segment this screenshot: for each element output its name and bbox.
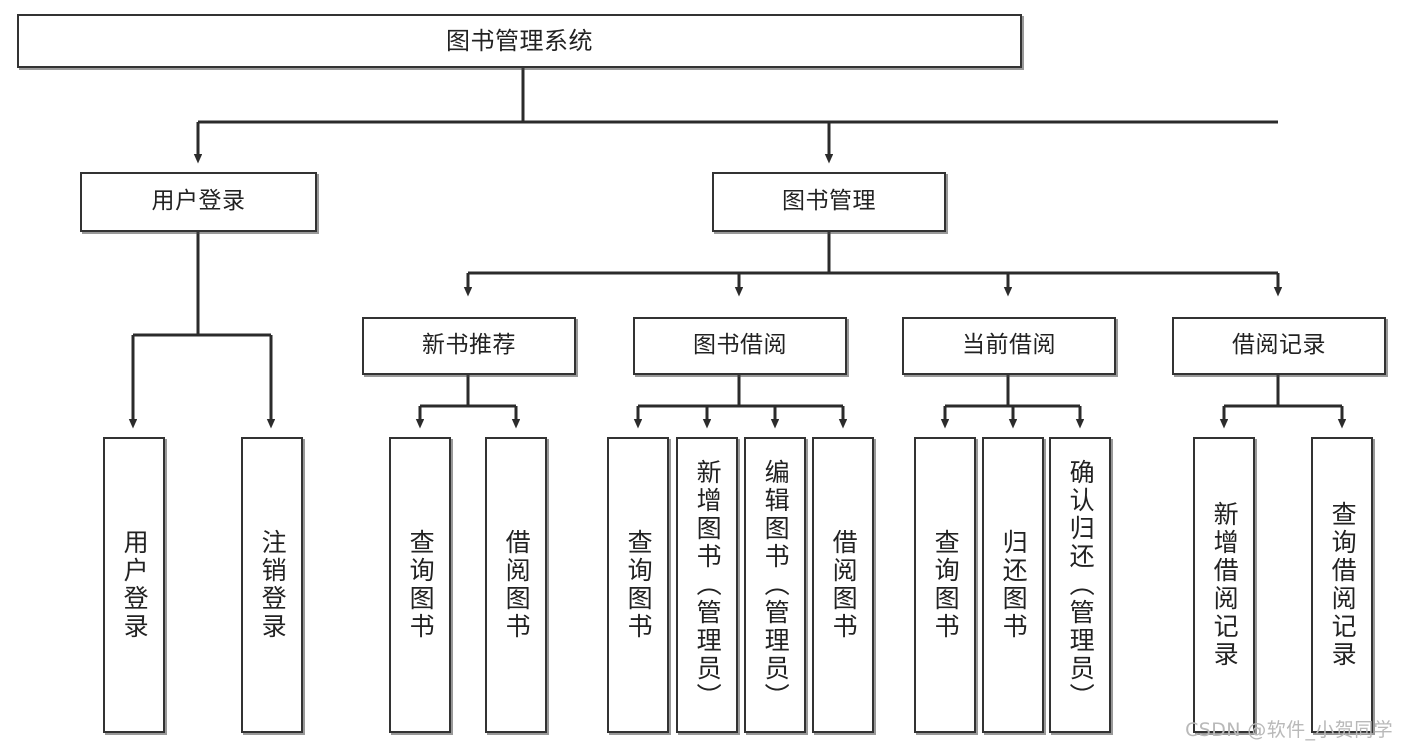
leaf-borrow-query[interactable]: 查询图书 (607, 437, 669, 733)
leaf-borrow-edit-label: 编辑图书（管理员） (761, 459, 791, 711)
leaf-newbook-borrow-label: 借阅图书 (502, 529, 532, 641)
leaf-borrow-add[interactable]: 新增图书（管理员） (676, 437, 738, 733)
leaf-record-query[interactable]: 查询借阅记录 (1311, 437, 1373, 733)
node-book-borrow-label: 图书借阅 (693, 332, 787, 359)
leaf-borrow-borrow[interactable]: 借阅图书 (812, 437, 874, 733)
leaf-user-logout-label: 注销登录 (258, 529, 288, 641)
node-current-borrow[interactable]: 当前借阅 (902, 317, 1116, 375)
node-borrow-record-label: 借阅记录 (1232, 332, 1326, 359)
node-user-login-label: 用户登录 (151, 188, 246, 215)
node-root[interactable]: 图书管理系统 (17, 14, 1022, 68)
leaf-borrow-add-label: 新增图书（管理员） (693, 459, 723, 711)
leaf-user-login-label: 用户登录 (120, 529, 150, 641)
leaf-user-login[interactable]: 用户登录 (103, 437, 165, 733)
node-book-management[interactable]: 图书管理 (712, 172, 946, 232)
node-user-login[interactable]: 用户登录 (80, 172, 317, 232)
leaf-current-query[interactable]: 查询图书 (914, 437, 976, 733)
leaf-user-logout[interactable]: 注销登录 (241, 437, 303, 733)
node-book-management-label: 图书管理 (782, 188, 876, 215)
leaf-current-query-label: 查询图书 (931, 529, 961, 641)
leaf-record-add[interactable]: 新增借阅记录 (1193, 437, 1255, 733)
leaf-newbook-query-label: 查询图书 (406, 529, 436, 641)
leaf-record-query-label: 查询借阅记录 (1328, 501, 1358, 669)
node-borrow-record[interactable]: 借阅记录 (1172, 317, 1386, 375)
leaf-borrow-edit[interactable]: 编辑图书（管理员） (744, 437, 806, 733)
leaf-newbook-borrow[interactable]: 借阅图书 (485, 437, 547, 733)
leaf-borrow-query-label: 查询图书 (624, 529, 654, 641)
leaf-current-return[interactable]: 归还图书 (982, 437, 1044, 733)
leaf-current-return-label: 归还图书 (999, 529, 1029, 641)
node-current-borrow-label: 当前借阅 (962, 332, 1056, 359)
node-root-label: 图书管理系统 (446, 26, 593, 55)
leaf-current-confirm[interactable]: 确认归还（管理员） (1049, 437, 1111, 733)
node-new-book-recommend[interactable]: 新书推荐 (362, 317, 576, 375)
leaf-record-add-label: 新增借阅记录 (1210, 501, 1240, 669)
leaf-current-confirm-label: 确认归还（管理员） (1066, 459, 1096, 711)
node-new-book-recommend-label: 新书推荐 (422, 332, 516, 359)
csdn-watermark: CSDN @软件_小贺同学 (1185, 719, 1393, 741)
leaf-newbook-query[interactable]: 查询图书 (389, 437, 451, 733)
node-book-borrow[interactable]: 图书借阅 (633, 317, 847, 375)
leaf-borrow-borrow-label: 借阅图书 (829, 529, 859, 641)
